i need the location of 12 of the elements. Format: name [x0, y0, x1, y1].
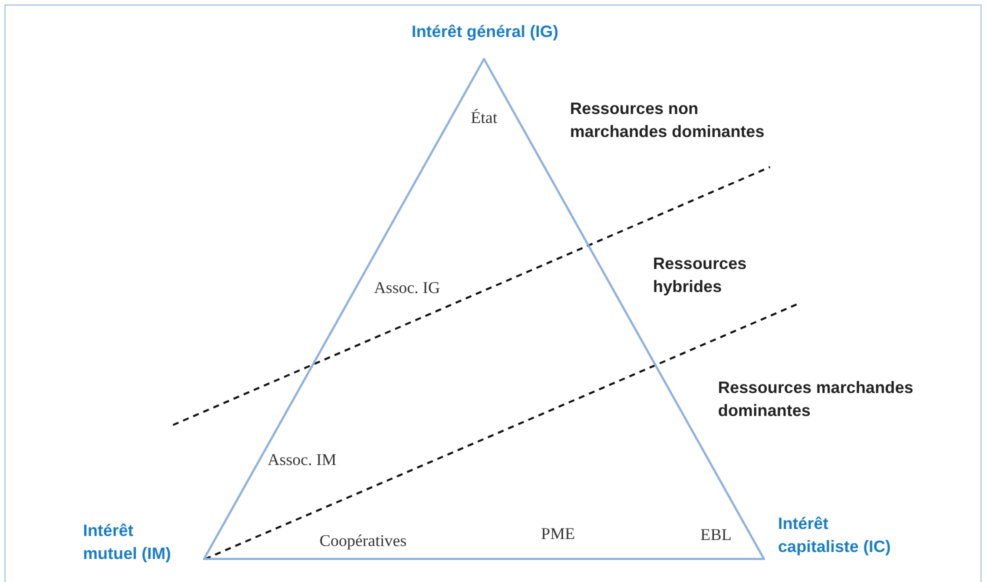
zone-label: Ressources hybrides — [653, 254, 748, 298]
category-label: Assoc. IG — [374, 278, 440, 298]
zone-label: Ressources non marchandes dominantes — [570, 99, 766, 144]
category-label: État — [470, 108, 498, 128]
vertex-label: Intérêt général (IG) — [410, 22, 560, 43]
vertex-label: Intérêt capitaliste (IC) — [778, 514, 892, 558]
category-label: EBL — [700, 525, 732, 545]
vertex-label: Intérêt mutuel (IM) — [83, 521, 172, 566]
zone-label: Ressources marchandes dominantes — [718, 378, 914, 422]
category-label: Assoc. IM — [268, 450, 336, 470]
category-label: PME — [541, 524, 575, 544]
category-label: Coopératives — [319, 531, 407, 551]
